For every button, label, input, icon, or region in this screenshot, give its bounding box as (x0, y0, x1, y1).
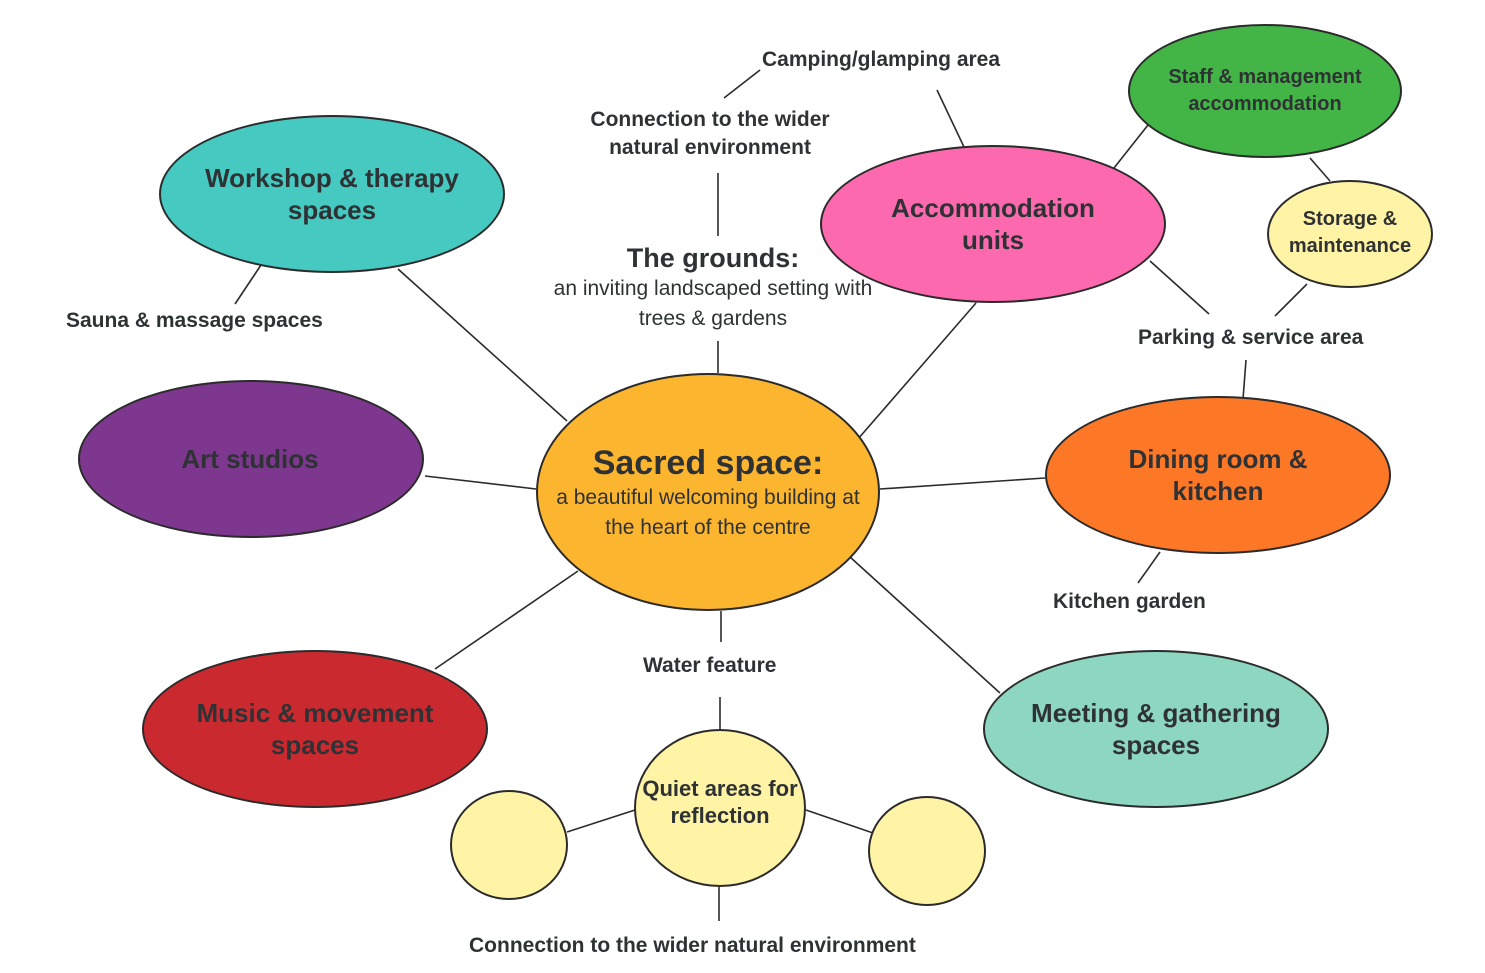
accommodation-units-node: Accommodation units (820, 145, 1166, 303)
blank-circle-left (450, 790, 568, 900)
storage-maintenance-node: Storage & maintenance (1267, 180, 1433, 288)
connection-bottom-label: Connection to the wider natural environm… (469, 934, 916, 957)
connector-sacred-dining (879, 477, 1046, 490)
art-studios-node: Art studios (78, 380, 424, 538)
workshop-therapy-label: Workshop & therapy spaces (205, 162, 459, 226)
grounds-label: The grounds: an inviting landscaped sett… (548, 242, 878, 333)
staff-management-label: Staff & management accommodation (1168, 66, 1362, 115)
storage-maintenance-label: Storage & maintenance (1288, 208, 1412, 257)
dining-kitchen-label: Dining room & kitchen (1128, 443, 1308, 507)
workshop-therapy-node: Workshop & therapy spaces (159, 115, 505, 273)
connection-top-label: Connection to the wider natural environm… (590, 108, 830, 160)
connector-sacred-workshop (397, 268, 568, 422)
connector-workshop-sauna (234, 264, 262, 305)
connector-accommodation-camping (936, 89, 965, 148)
quiet-areas-label: Quiet areas for reflection (642, 775, 798, 829)
art-studios-label: Art studios (181, 443, 319, 474)
connector-parking-dining (1242, 359, 1247, 400)
camping-label: Camping/glamping area (762, 48, 1001, 71)
meeting-gathering-node: Meeting & gathering spaces (983, 650, 1329, 808)
connector-accommodation-staff (1113, 124, 1149, 169)
connector-sacred-meeting (849, 556, 1001, 694)
sacred-space-node: Sacred space: a beautiful welcoming buil… (536, 373, 880, 611)
connector-sacred-accommodation (857, 302, 977, 440)
grounds-subtitle: an inviting landscaped setting with tree… (553, 277, 873, 330)
kitchen-garden-label: Kitchen garden (1053, 590, 1206, 613)
blank-circle-right (868, 796, 986, 906)
connector-storage-parking (1274, 283, 1308, 317)
sacred-space-subtitle: a beautiful welcoming building at the he… (556, 486, 860, 539)
sauna-label: Sauna & massage spaces (66, 309, 323, 332)
water-feature-label: Water feature (643, 654, 777, 677)
music-movement-label: Music & movement spaces (196, 697, 434, 761)
meeting-gathering-label: Meeting & gathering spaces (1031, 697, 1281, 761)
music-movement-node: Music & movement spaces (142, 650, 488, 808)
parking-service-label: Parking & service area (1138, 326, 1364, 349)
dining-kitchen-node: Dining room & kitchen (1045, 396, 1391, 554)
connector-quiet-blank-right (805, 809, 874, 834)
connector-sacred-art (424, 475, 537, 490)
quiet-areas-node: Quiet areas for reflection (634, 729, 806, 887)
connector-staff-storage (1309, 157, 1331, 182)
staff-management-node: Staff & management accommodation (1128, 24, 1402, 158)
accommodation-units-label: Accommodation units (891, 192, 1095, 256)
connector-sacred-music (434, 570, 579, 670)
connector-dining-kitchen-garden (1137, 551, 1161, 584)
connector-quiet-blank-left (566, 809, 636, 833)
connector-accommodation-parking (1149, 260, 1210, 315)
connector-connection-camping (723, 69, 761, 99)
sacred-space-title: Sacred space: (592, 444, 824, 483)
grounds-title: The grounds: (626, 243, 800, 273)
